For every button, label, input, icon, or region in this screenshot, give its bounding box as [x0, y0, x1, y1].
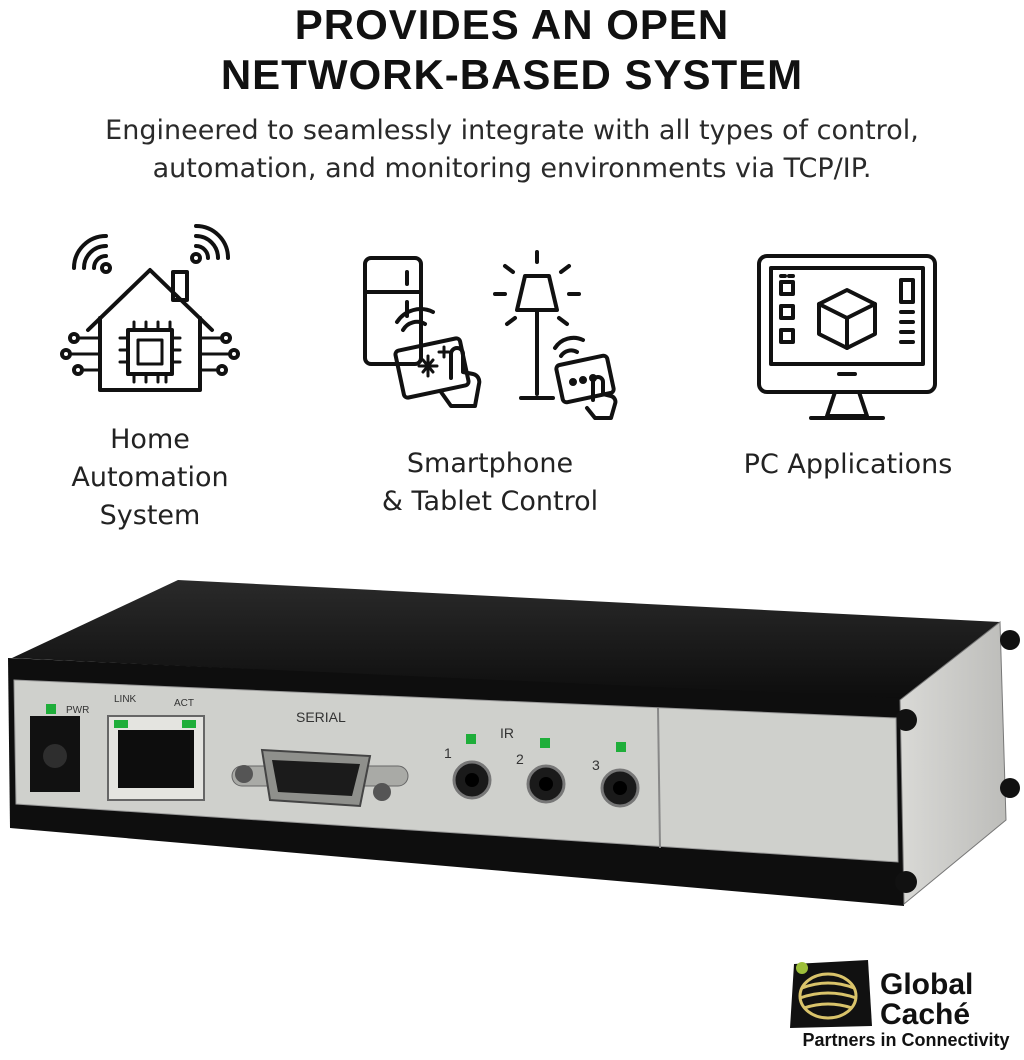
subtitle-line-2: automation, and monitoring environments …: [152, 153, 872, 184]
serial-label: SERIAL: [296, 709, 346, 725]
ir-port-2-label: 2: [516, 751, 524, 767]
headline-line-1: PROVIDES AN OPEN: [294, 1, 730, 48]
pwr-label: PWR: [66, 705, 89, 716]
ir-1-led: [466, 734, 476, 744]
pwr-led: [46, 704, 56, 714]
network-ir-device: PWR LINK ACT SERIAL IR 1 2 3: [8, 580, 1020, 906]
ir-label: IR: [500, 725, 514, 741]
link-led: [114, 720, 128, 728]
pc-monitor-icon: [757, 254, 937, 420]
feature-label-smartphone-tablet: Smartphone & Tablet Control: [381, 448, 599, 517]
ir-port-1-label: 1: [444, 745, 452, 761]
smart-home-icon: [60, 224, 240, 392]
brand-tagline: Partners in Connectivity: [802, 1030, 1010, 1050]
brand-name: Global Caché: [880, 968, 974, 1031]
link-label: LINK: [114, 694, 137, 705]
act-led: [182, 720, 196, 728]
act-label: ACT: [174, 698, 194, 709]
global-cache-logo-icon: [790, 960, 872, 1028]
subtitle-line-1: Engineered to seamlessly integrate with …: [105, 115, 919, 146]
ir-3-led: [616, 742, 626, 752]
feature-label-home-automation: Home Automation System: [71, 424, 229, 531]
feature-label-pc-applications: PC Applications: [743, 449, 953, 480]
ir-port-3-label: 3: [592, 757, 600, 773]
ir-2-led: [540, 738, 550, 748]
headline: PROVIDES AN OPEN NETWORK-BASED SYSTEM: [0, 0, 1024, 100]
headline-line-2: NETWORK-BASED SYSTEM: [220, 51, 804, 98]
smartphone-tablet-icon: [363, 250, 618, 420]
subtitle: Engineered to seamlessly integrate with …: [0, 112, 1024, 188]
